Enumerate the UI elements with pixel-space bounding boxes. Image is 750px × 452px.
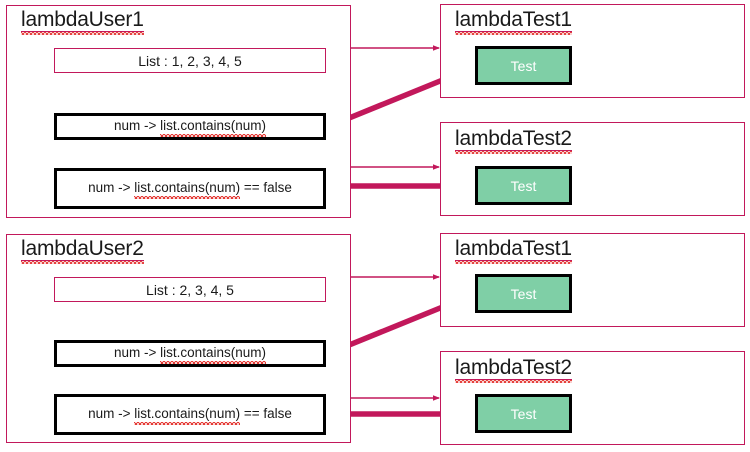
list-label: List : 1, 2, 3, 4, 5 [138,52,242,69]
lambda-prefix: num -> [88,406,135,422]
lambda-suffix: == false [240,180,292,196]
test-button-4[interactable]: Test [475,394,572,433]
lambda-suffix: == false [240,406,292,422]
test-button-1[interactable]: Test [475,46,572,85]
list-box-user-2: List : 2, 3, 4, 5 [54,277,326,302]
panel-title-lambda-user-2: lambdaUser2 [21,237,144,265]
panel-title-lambda-test-2: lambdaTest2 [455,127,572,155]
lambda-prefix: num -> [114,118,161,134]
lambda-expression-box-1-2: num -> list.contains(num) == false [54,168,326,209]
test-button-label: Test [510,57,537,74]
lambda-expression-box-1-1: num -> list.contains(num) [54,113,326,140]
list-box-user-1: List : 1, 2, 3, 4, 5 [54,48,326,73]
lambda-underlined: list.contains(num) [160,345,266,364]
test-button-3[interactable]: Test [475,274,572,313]
test-button-label: Test [510,285,537,302]
test-button-label: Test [510,177,537,194]
panel-title-lambda-test-1: lambdaTest1 [455,8,572,36]
lambda-underlined: list.contains(num) [134,406,241,425]
test-button-label: Test [510,405,537,422]
panel-title-lambda-user-1: lambdaUser1 [21,8,144,36]
lambda-expression-box-2-2: num -> list.contains(num) == false [54,394,326,435]
panel-title-lambda-test-4: lambdaTest2 [455,356,572,384]
lambda-underlined: list.contains(num) [160,118,266,137]
test-button-2[interactable]: Test [475,166,572,205]
lambda-prefix: num -> [88,180,135,196]
panel-title-lambda-test-3: lambdaTest1 [455,237,572,265]
list-label: List : 2, 3, 4, 5 [146,281,234,298]
lambda-expression-box-2-1: num -> list.contains(num) [54,340,326,367]
lambda-prefix: num -> [114,345,161,361]
lambda-underlined: list.contains(num) [134,180,241,199]
